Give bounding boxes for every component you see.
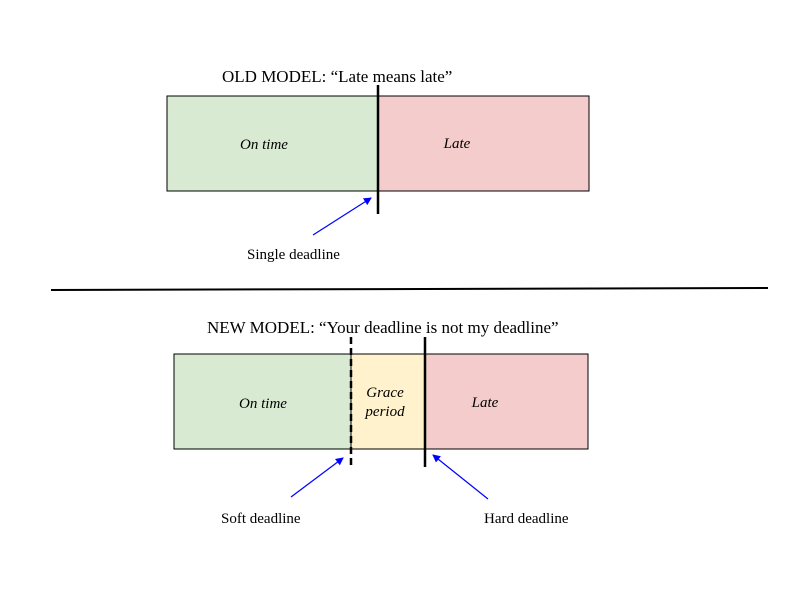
old-late-label: Late (443, 136, 471, 152)
new-late-zone (424, 353, 589, 450)
grace-label-line2: period (364, 404, 405, 420)
old-on-time-zone (166, 95, 379, 192)
single-deadline-caption: Single deadline (247, 247, 340, 263)
old-on-time-label: On time (240, 137, 288, 153)
old-deadline-arrow (312, 197, 372, 236)
hard-deadline-arrow (432, 454, 489, 500)
old-late-zone (377, 95, 590, 192)
new-on-time-zone (173, 353, 352, 450)
hard-deadline-caption: Hard deadline (484, 511, 569, 527)
new-late-label: Late (471, 395, 499, 411)
soft-deadline-caption: Soft deadline (221, 511, 301, 527)
section-divider (50, 287, 769, 291)
grace-period-zone (350, 353, 426, 450)
old-model-title: OLD MODEL: “Late means late” (222, 67, 452, 86)
soft-deadline-arrow (290, 457, 344, 498)
new-model-title: NEW MODEL: “Your deadline is not my dead… (207, 318, 559, 337)
new-on-time-label: On time (239, 396, 287, 412)
grace-label-line1: Grace (366, 385, 404, 401)
